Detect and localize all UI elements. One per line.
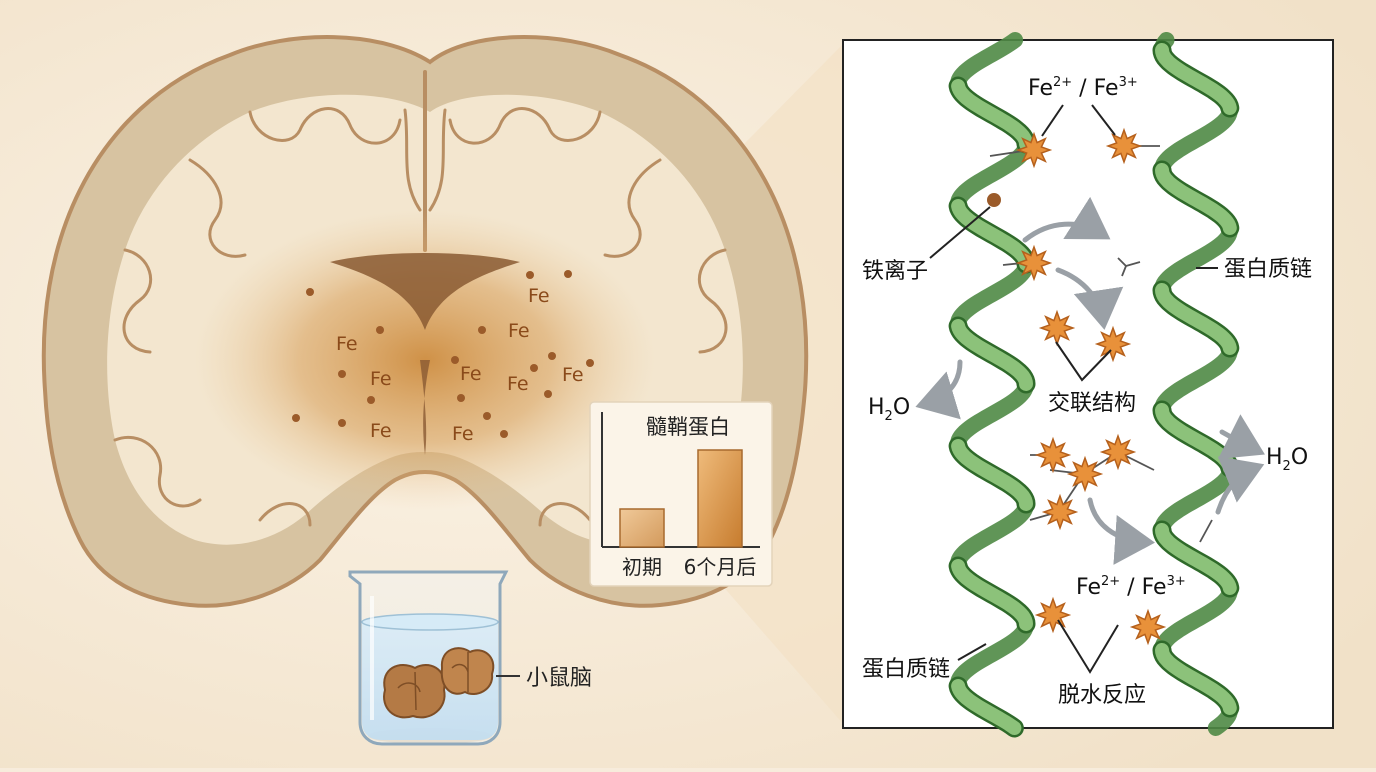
fe-label: Fe: [452, 423, 474, 445]
chart-title: 髓鞘蛋白: [646, 415, 730, 439]
dehydration-label: 脱水反应: [1058, 683, 1146, 708]
water-right-label: H2O: [1266, 445, 1308, 474]
iron-star-11: [1129, 608, 1167, 646]
fe-ions-top-label: Fe2+ / Fe3+: [1028, 75, 1138, 101]
chart-bars: [619, 449, 743, 548]
iron-star-6: [1034, 436, 1072, 474]
iron-star-9: [1041, 493, 1079, 531]
water-surface: [361, 613, 499, 631]
iron-star-3: [1015, 244, 1053, 282]
fe-label: Fe: [507, 373, 529, 395]
chart-bar-1: [619, 508, 665, 548]
third-ventricle: [420, 360, 430, 455]
fe-label: Fe: [460, 363, 482, 385]
iron-dots: [292, 270, 594, 438]
iron-star-4: [1038, 309, 1076, 347]
iron-star-2: [1105, 127, 1143, 165]
iron-star-10: [1034, 596, 1072, 634]
water-left-label: H2O: [868, 395, 910, 424]
fe-label: Fe: [336, 333, 358, 355]
molecular-detail-panel: Fe2+ / Fe3+ Fe2+ / Fe3+ 铁离子 蛋白质链 蛋白质链 交联…: [842, 32, 1334, 738]
fe-label: Fe: [528, 285, 550, 307]
fe-label: Fe: [508, 320, 530, 342]
panel-labels: Fe2+ / Fe3+ Fe2+ / Fe3+ 铁离子 蛋白质链 蛋白质链 交联…: [862, 75, 1312, 708]
chart-bar-2: [697, 449, 743, 548]
fe-ions-bottom-label: Fe2+ / Fe3+: [1076, 574, 1186, 600]
iron-ion-leader: [929, 206, 991, 259]
panel-frame: [842, 39, 1334, 729]
beaker: 小鼠脑: [348, 570, 592, 746]
helix-left-front: [951, 79, 1033, 735]
fe-labels: Fe Fe Fe Fe Fe Fe Fe Fe Fe: [336, 285, 584, 445]
iron-star-5: [1094, 325, 1132, 363]
chart-category-labels: 初期 6个月后: [622, 555, 756, 579]
crosslink-label: 交联结构: [1048, 391, 1136, 416]
fe-label: Fe: [370, 420, 392, 442]
mouse-brain-samples: [383, 647, 495, 719]
protein-chain-right-label: 蛋白质链: [1224, 257, 1312, 282]
chart-category-label: 初期: [622, 555, 662, 579]
fe-label: Fe: [562, 364, 584, 386]
iron-star-1: [1015, 131, 1053, 169]
helix-right-front: [1155, 43, 1237, 715]
iron-ion-label: 铁离子: [862, 259, 928, 284]
chart-category-label: 6个月后: [684, 555, 757, 579]
myelin-chart-inset: 髓鞘蛋白 初期 6个月后: [589, 401, 773, 587]
iron-ion-stars: [1015, 127, 1167, 646]
label-leaders: [957, 104, 1218, 674]
lateral-ventricles: [330, 253, 520, 330]
iron-star-8: [1066, 455, 1104, 493]
reaction-arrows: [915, 196, 1265, 565]
protein-chain-left-label: 蛋白质链: [862, 657, 950, 682]
beaker-label: 小鼠脑: [526, 666, 592, 691]
helix-left-back: [950, 32, 1034, 692]
iron-ion-ball: [987, 193, 1001, 207]
iron-star-7: [1099, 433, 1137, 471]
fe-label: Fe: [370, 368, 392, 390]
protein-helices: [948, 32, 1240, 738]
